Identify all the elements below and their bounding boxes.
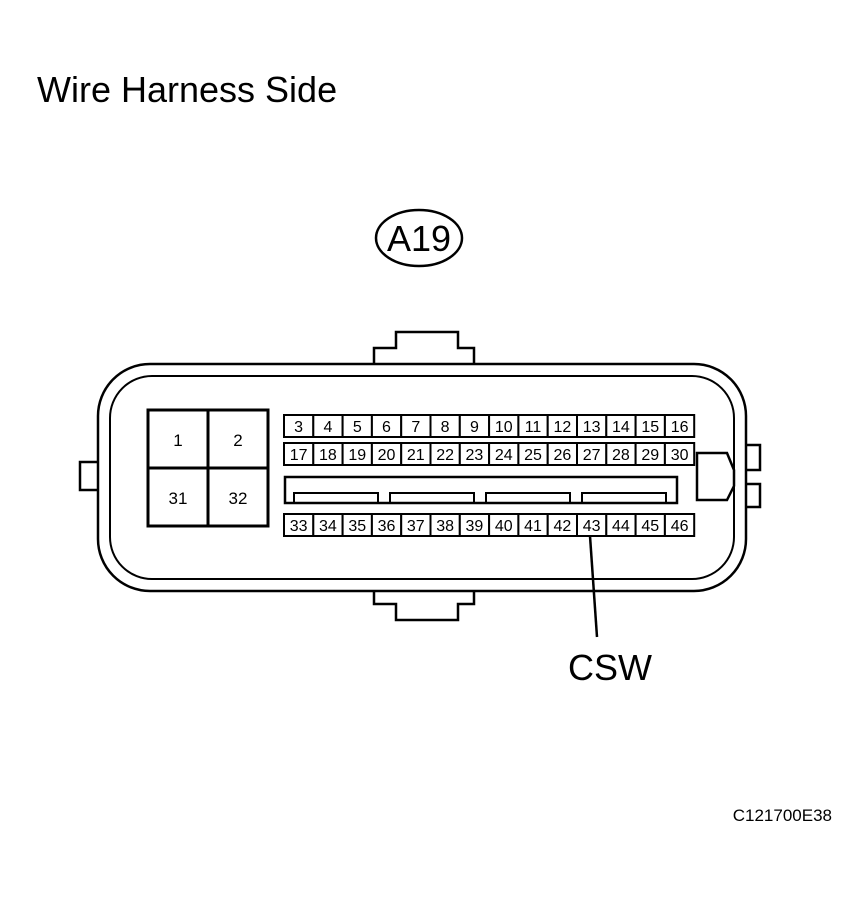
pin-label-36: 36 [378,518,396,535]
pin-label-44: 44 [612,518,630,535]
large-pin-label: 1 [173,431,182,450]
pin-label-23: 23 [466,447,484,464]
pin-label-40: 40 [495,518,513,535]
pin-cell [663,442,696,466]
pin-label-4: 4 [323,419,332,436]
figure-code: C121700E38 [732,806,832,825]
pin-label-33: 33 [290,518,308,535]
pin-label-13: 13 [583,419,601,436]
pin-label-22: 22 [436,447,454,464]
right-side-tabs [745,443,762,509]
pin-label-39: 39 [466,518,484,535]
pin-label-11: 11 [525,419,542,436]
pin-label-3: 3 [294,419,303,436]
pin-label-21: 21 [407,447,425,464]
connector-id-badge: A19 [374,208,464,268]
pin-cell [663,513,696,537]
top-lock-tab [372,330,476,365]
pin-label-10: 10 [495,419,513,436]
pin-label-41: 41 [524,518,542,535]
pin-label-24: 24 [495,447,513,464]
pin-label-16: 16 [671,419,689,436]
pin-label-6: 6 [382,419,391,436]
right-latch [695,451,736,502]
pin-label-34: 34 [319,518,337,535]
large-pin-label: 32 [229,489,248,508]
pin-label-20: 20 [378,447,396,464]
pin-label-42: 42 [554,518,572,535]
pin-label-35: 35 [348,518,366,535]
pin-label-27: 27 [583,447,601,464]
key-bar [283,475,679,505]
pin-cell [663,414,696,438]
left-side-tab [78,460,100,492]
large-pin-block: 1 2 31 32 [146,408,270,528]
pin-label-45: 45 [641,518,659,535]
callout-label: CSW [568,647,652,688]
pin-label-15: 15 [641,419,659,436]
pin-label-5: 5 [353,419,362,436]
bottom-lock-tab [372,590,476,622]
pin-label-25: 25 [524,447,542,464]
pin-label-8: 8 [441,419,450,436]
pin-label-7: 7 [411,419,420,436]
pin-label-30: 30 [671,447,689,464]
pin-label-9: 9 [470,419,479,436]
pin-label-14: 14 [612,419,630,436]
pin-label-28: 28 [612,447,630,464]
large-pin-label: 31 [169,489,188,508]
connector-id: A19 [387,218,451,259]
large-pin-label: 2 [233,431,242,450]
pin-label-29: 29 [641,447,659,464]
pin-label-17: 17 [290,447,308,464]
pin-label-38: 38 [436,518,454,535]
callout-leader-line [588,535,599,638]
pin-label-37: 37 [407,518,425,535]
pin-label-12: 12 [554,419,572,436]
pin-label-18: 18 [319,447,337,464]
pin-label-43: 43 [583,518,601,535]
pin-label-26: 26 [554,447,572,464]
pin-label-19: 19 [348,447,366,464]
diagram-title: Wire Harness Side [37,69,338,110]
pin-label-46: 46 [671,518,689,535]
